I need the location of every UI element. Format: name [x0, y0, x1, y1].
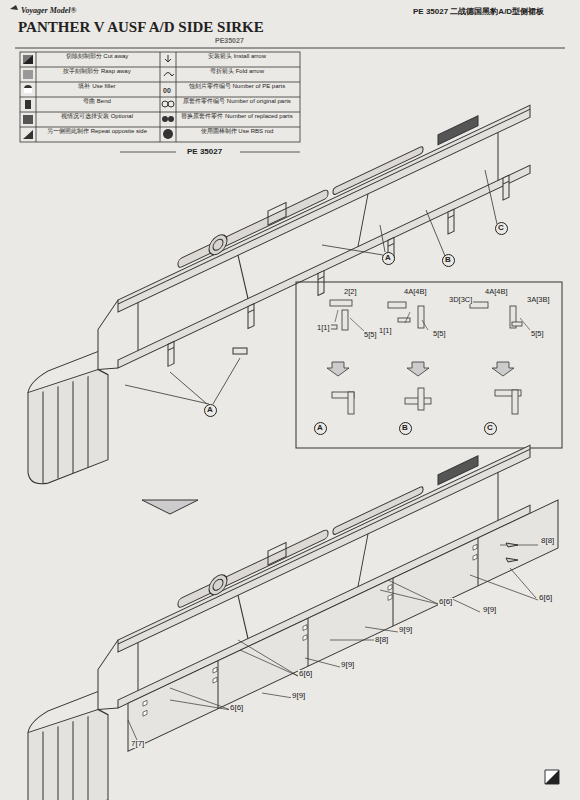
- callout-number: 4A[4B]: [484, 288, 509, 296]
- legend-text: 按手刻制部分 Rasp away: [38, 68, 156, 75]
- callout-number: 3A[3B]: [526, 296, 551, 304]
- subtitle: PE35027: [214, 37, 245, 44]
- callout-letter: A: [207, 406, 213, 414]
- callout-number: 1[1]: [316, 324, 331, 332]
- callout-number: 9[9]: [340, 661, 355, 669]
- callout-number: 7[7]: [130, 740, 145, 748]
- callout-number: 6[6]: [298, 670, 313, 678]
- callout-number: 9[9]: [398, 626, 413, 634]
- legend-text: 弯折箭头 Fold arrow: [178, 68, 296, 75]
- legend-text: 另一侧照此制作 Repeat opposite side: [38, 128, 156, 135]
- brand-logo: Voyager Model®: [20, 7, 78, 15]
- legend-text: 原套件零件编号 Number of original parts: [178, 98, 296, 105]
- callout-circle: A: [314, 422, 327, 435]
- callout-number: 9[9]: [482, 606, 497, 614]
- callout-circle: A: [204, 404, 217, 417]
- title: PANTHER V AUSF A/D SIDE SIRKE: [18, 20, 264, 35]
- callout-letter: A: [385, 254, 391, 262]
- callout-circle: C: [484, 422, 497, 435]
- callout-number: 2[2]: [343, 288, 358, 296]
- callout-number: 1[1]: [378, 327, 393, 335]
- callout-number: 4A[4B]: [403, 288, 428, 296]
- legend-text: 弯曲 Bend: [38, 98, 156, 105]
- legend-text: 安装箭头 Install arrow: [178, 53, 296, 60]
- callout-number: 8[8]: [374, 636, 389, 644]
- callout-letter: B: [445, 256, 451, 264]
- callout-number: 3D[3C]: [448, 296, 473, 304]
- legend-text: 填补 Use filler: [38, 83, 156, 90]
- svg-text:00: 00: [163, 87, 171, 94]
- callout-letter: A: [317, 424, 323, 432]
- callout-number: 5[5]: [363, 331, 378, 339]
- callout-number: 5[5]: [530, 330, 545, 338]
- legend-text: 使用圆棒制作 Use RBS rod: [178, 128, 296, 135]
- callout-number: 6[6]: [538, 594, 553, 602]
- callout-letter: B: [402, 424, 408, 432]
- callout-letter: C: [487, 424, 493, 432]
- code-label: PE 35027 二战德国黑豹A/D型侧裙板: [412, 8, 545, 16]
- callout-circle: B: [399, 422, 412, 435]
- callout-number: 6[6]: [438, 598, 453, 606]
- legend-text: 替换原套件零件 Number of replaced parts: [178, 113, 296, 120]
- legend-text: 蚀刻片零件编号 Number of PE parts: [178, 83, 296, 90]
- code-label: PE 35027: [186, 148, 223, 156]
- callout-number: 6[6]: [229, 704, 244, 712]
- callout-circle: A: [382, 252, 395, 265]
- callout-circle: B: [442, 254, 455, 267]
- callout-letter: C: [498, 224, 504, 232]
- callout-number: 8[8]: [540, 537, 555, 545]
- legend-text: 切除刻制部分 Cut away: [38, 53, 156, 60]
- callout-circle: C: [495, 222, 508, 235]
- callout-number: 5[5]: [432, 330, 447, 338]
- legend-text: 视情况可选择安装 Optional: [38, 113, 156, 120]
- callout-number: 9[9]: [291, 692, 306, 700]
